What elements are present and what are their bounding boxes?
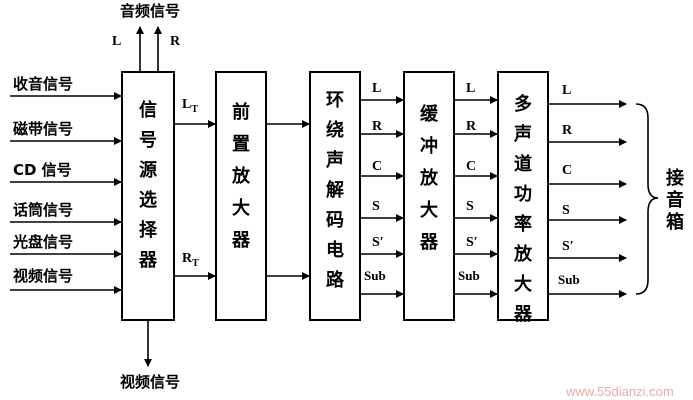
buffer-out-sub-label: Sub bbox=[458, 268, 480, 283]
power-output-channels: L R C S S′ Sub bbox=[548, 83, 627, 298]
input-label-disc: 光盘信号 bbox=[12, 233, 73, 251]
signal-selector-title: 信号源选择器 bbox=[138, 99, 158, 271]
decoder-out-l-label: L bbox=[372, 81, 381, 96]
input-label-video: 视频信号 bbox=[13, 267, 73, 285]
video-output-label: 视频信号 bbox=[120, 373, 180, 391]
buffer-output-channels: L R C S S′ Sub bbox=[454, 81, 498, 298]
audio-output-l-label: L bbox=[112, 34, 121, 49]
signal-selector-block bbox=[121, 71, 175, 321]
input-label-mic: 话筒信号 bbox=[13, 201, 73, 219]
input-label-radio: 收音信号 bbox=[13, 75, 73, 93]
buffer-amp-title: 缓冲放大器 bbox=[419, 103, 439, 253]
speaker-brace bbox=[635, 103, 659, 295]
buffer-out-s-label: S bbox=[466, 199, 474, 214]
power-out-r-label: R bbox=[562, 123, 573, 138]
buffer-out-r-label: R bbox=[466, 119, 477, 134]
speaker-label: 接音箱 bbox=[666, 167, 684, 233]
power-out-s-label: S bbox=[562, 203, 570, 218]
decoder-out-r-label: R bbox=[372, 119, 383, 134]
rt-signal-label: RT bbox=[182, 251, 199, 269]
lt-signal-label: LT bbox=[182, 97, 198, 115]
decoder-out-sub-label: Sub bbox=[364, 268, 386, 283]
decoder-out-s2-label: S′ bbox=[372, 235, 384, 250]
power-amp-title: 多声道功率放大器 bbox=[513, 93, 533, 325]
decoder-out-c-label: C bbox=[372, 159, 382, 174]
power-out-sub-label: Sub bbox=[558, 272, 580, 287]
input-label-tape: 磁带信号 bbox=[13, 120, 73, 138]
power-out-c-label: C bbox=[562, 163, 572, 178]
audio-output-label: 音频信号 bbox=[120, 2, 180, 20]
watermark: www.55dianzi.com bbox=[565, 384, 674, 399]
decoder-out-s-label: S bbox=[372, 199, 380, 214]
preamp-title: 前置放大器 bbox=[231, 101, 251, 251]
buffer-out-l-label: L bbox=[466, 81, 475, 96]
power-out-l-label: L bbox=[562, 83, 571, 98]
buffer-out-c-label: C bbox=[466, 159, 476, 174]
surround-decoder-title: 环绕声解码电路 bbox=[325, 90, 345, 291]
decoder-output-channels: L R C S S′ Sub bbox=[360, 81, 404, 298]
buffer-amp-block bbox=[403, 71, 455, 321]
power-amp-block bbox=[497, 71, 549, 321]
input-label-cd: CD 信号 bbox=[13, 161, 72, 179]
preamp-block bbox=[215, 71, 267, 321]
surround-decoder-block bbox=[309, 71, 361, 321]
buffer-out-s2-label: S′ bbox=[466, 235, 478, 250]
audio-output-r-label: R bbox=[170, 34, 181, 49]
power-out-s2-label: S′ bbox=[562, 239, 574, 254]
